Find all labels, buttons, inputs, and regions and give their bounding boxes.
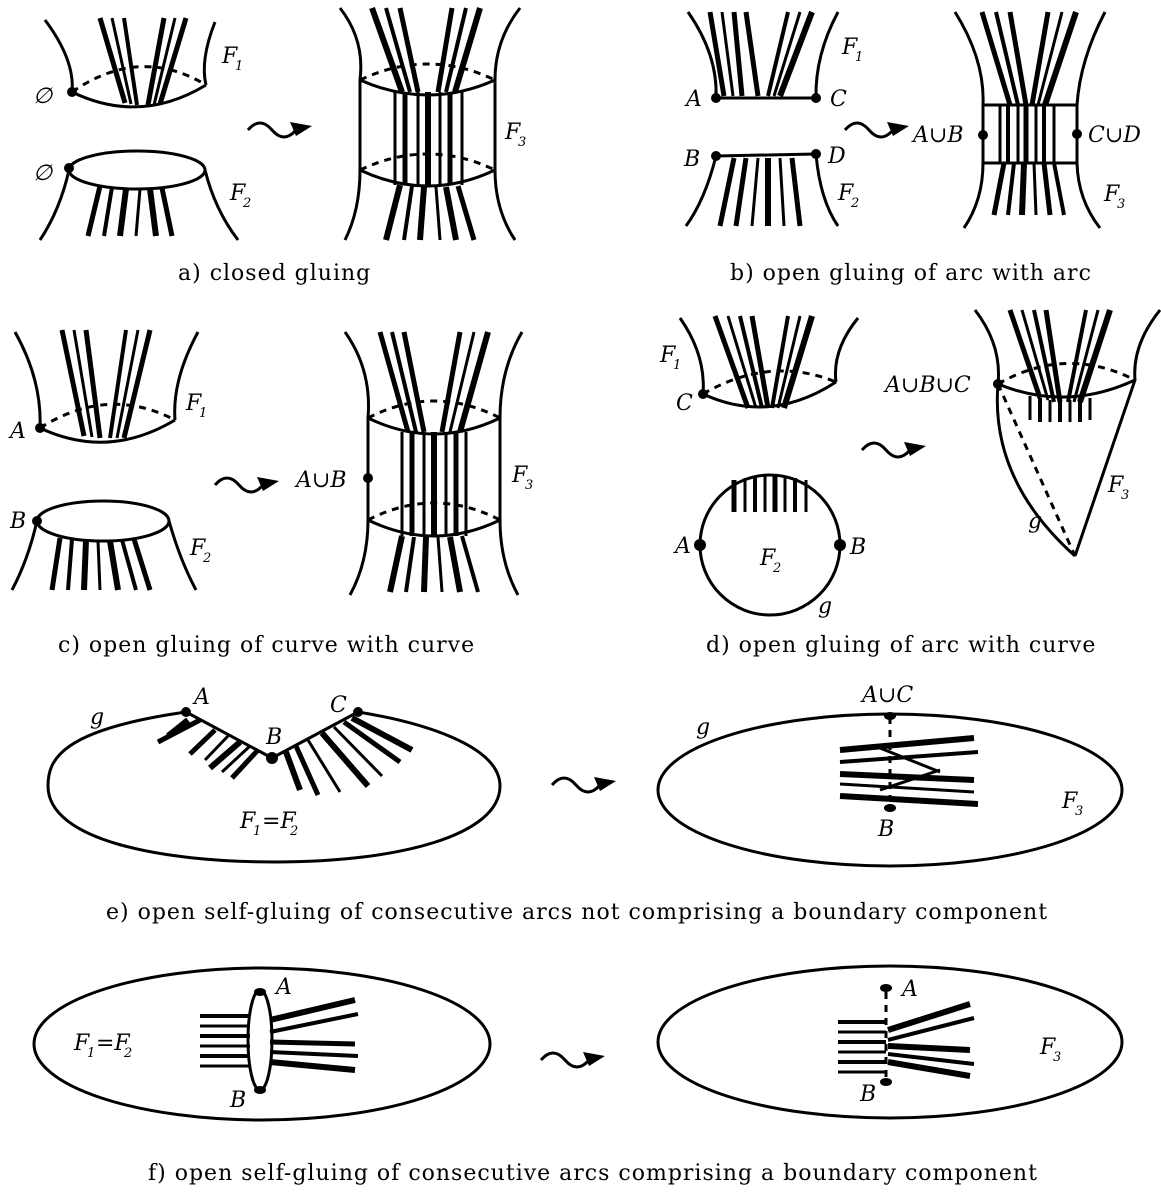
panel-c-F3-strips [380, 332, 488, 592]
panel-a-F3-surface [340, 8, 520, 240]
label-C: C [830, 87, 847, 112]
label-B-left: B [265, 725, 282, 750]
label-F1-eq-F2: F 1 =F 2 [239, 809, 298, 839]
panel-c-arrow [215, 477, 279, 492]
label-B-right: B [859, 1082, 876, 1107]
panel-d-F1-strips [715, 316, 812, 408]
label-F2-sub: 2 [242, 196, 251, 211]
label-A: A [673, 534, 691, 559]
label-g-left: g [90, 705, 104, 730]
panel-b-F3-strips [982, 12, 1076, 215]
label-empty-top: ∅ [33, 84, 53, 109]
label-C: C [330, 693, 347, 718]
panel-b-F1-surface [688, 12, 838, 98]
panel-a-F2-strips [88, 186, 172, 236]
label-F1-sub: 1 [235, 59, 243, 74]
panel-f-arrow [541, 1052, 605, 1067]
label-F3-sub: 3 [1117, 197, 1125, 212]
panel-b-F2-surface [686, 154, 838, 226]
panel-e-right-surface [658, 714, 1122, 866]
panel-a: ∅ ∅ [33, 8, 526, 286]
panel-b-F3-surface [955, 12, 1105, 228]
svg-text:1: 1 [253, 824, 261, 839]
label-AuB: A∪B [911, 123, 964, 148]
label-A: A [192, 685, 210, 710]
svg-text:2: 2 [289, 824, 298, 839]
label-C: C [676, 391, 693, 416]
label-A-left: A [274, 975, 292, 1000]
label-F2-sub: 2 [202, 551, 211, 566]
panel-c-F3-surface [345, 332, 522, 595]
label-A: A [8, 419, 26, 444]
label-g-right: g [1028, 509, 1042, 534]
caption-d: d) open gluing of arc with curve [706, 633, 1096, 658]
label-g-right: g [696, 715, 710, 740]
caption-b: b) open gluing of arc with arc [730, 261, 1092, 286]
caption-f: f) open self-gluing of consecutive arcs … [148, 1161, 1038, 1186]
label-F3-sub: 3 [525, 478, 533, 493]
panel-e: g A B C F 1 =F 2 g A∪C B F 3 e) open sel… [48, 683, 1122, 925]
panel-c: A B A∪B F 1 F 2 F 3 c) open gluing of cu… [8, 330, 533, 658]
panel-d: F 1 C A B F 2 g A∪B∪C F 3 g d) open glui… [659, 310, 1160, 658]
label-F2-sub: 2 [850, 196, 859, 211]
panel-d-F2-strips [734, 476, 806, 512]
label-CuD: C∪D [1088, 123, 1141, 148]
label-F2-sub: 2 [772, 561, 781, 576]
label-A: A [684, 87, 702, 112]
label-F3-sub: 3 [1053, 1050, 1061, 1065]
panel-f-left-strips [200, 1000, 358, 1070]
label-A-right: A [900, 977, 918, 1002]
label-B: B [9, 509, 26, 534]
panel-a-F3-strips [372, 8, 480, 240]
panel-e-arrow [552, 777, 616, 792]
panel-a-arrow [248, 122, 312, 137]
caption-e: e) open self-gluing of consecutive arcs … [106, 900, 1048, 925]
panel-b: A C B D A∪B C∪D F 1 F 2 F 3 b) open glui… [683, 12, 1141, 286]
label-AuC: A∪C [860, 683, 913, 708]
label-F1-eq-F2: F 1 =F 2 [73, 1031, 132, 1061]
label-B-left: B [229, 1088, 246, 1113]
svg-text:2: 2 [123, 1046, 132, 1061]
panel-b-F2-strips [720, 158, 800, 226]
label-F3-sub: 3 [518, 135, 526, 150]
panel-d-F3-strips [1010, 310, 1110, 422]
label-F3-sub: 3 [1075, 804, 1083, 819]
panel-d-arrow [862, 442, 926, 457]
label-F1-sub: 1 [673, 358, 681, 373]
caption-a: a) closed gluing [178, 261, 371, 286]
caption-c: c) open gluing of curve with curve [58, 633, 475, 658]
panel-e-left-strips-A [158, 720, 258, 778]
panel-e-right-strips [840, 738, 978, 804]
label-F1-sub: 1 [199, 406, 207, 421]
panel-e-left-strips-C [286, 718, 412, 795]
panel-f: A B F 1 =F 2 A B F 3 f) open self-gluing… [34, 966, 1122, 1186]
panel-a-F1-strips [100, 18, 186, 105]
panel-c-F1-strips [62, 330, 150, 438]
panel-f-right-strips [838, 1004, 974, 1076]
panel-b-arrow [845, 122, 909, 137]
label-g-left: g [818, 594, 832, 619]
label-AuB: A∪B [294, 468, 347, 493]
panel-c-F2-strips [52, 538, 150, 590]
label-F3-sub: 3 [1121, 488, 1129, 503]
panel-c-F2-surface [12, 501, 196, 590]
svg-text:1: 1 [87, 1046, 95, 1061]
label-B: B [849, 535, 866, 560]
label-AuBuC: A∪B∪C [883, 373, 971, 398]
label-B-right: B [877, 817, 894, 842]
label-F1-sub: 1 [855, 50, 863, 65]
panel-d-F3-surface [975, 310, 1160, 556]
label-B: B [683, 147, 700, 172]
label-D: D [827, 144, 846, 169]
panel-b-F1-strips [710, 12, 812, 96]
label-empty-bottom: ∅ [33, 161, 53, 186]
